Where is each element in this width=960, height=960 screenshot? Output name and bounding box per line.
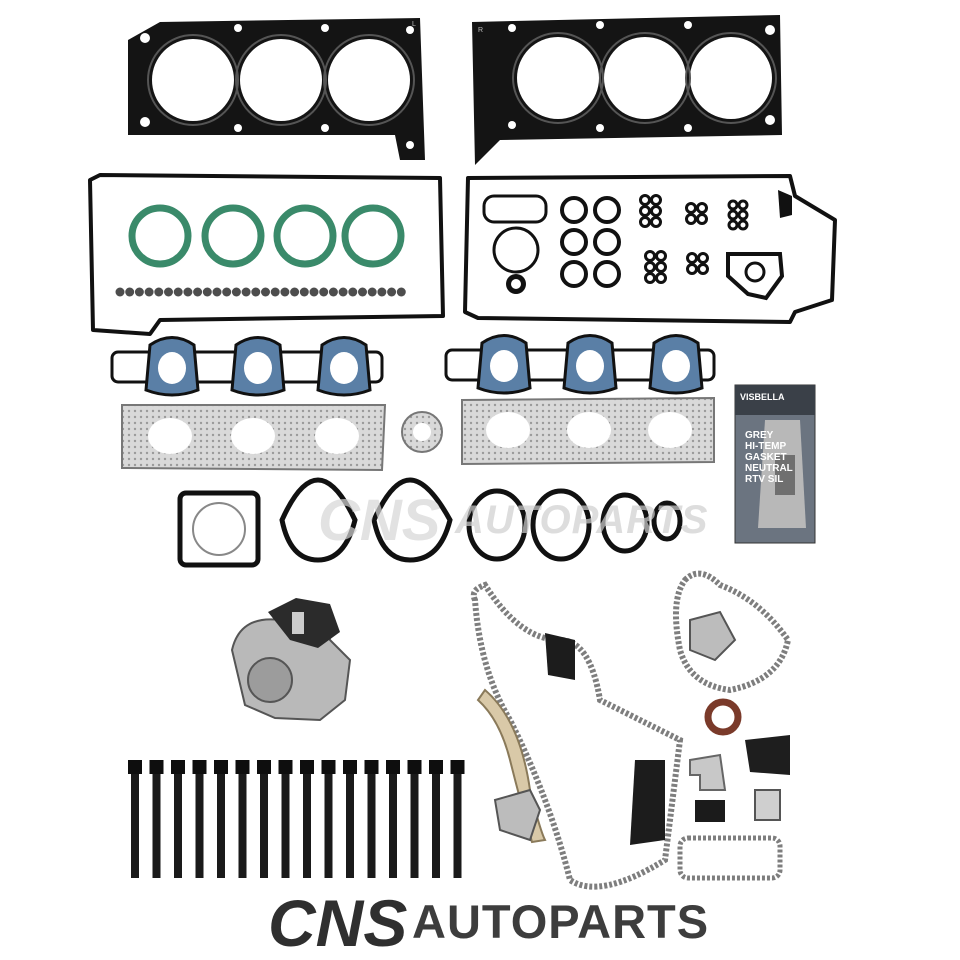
valve-stem-seal (280, 287, 290, 297)
valve-stem-seals (115, 287, 406, 297)
exhaust-manifold-gasket-left (121, 404, 387, 472)
head-bolts (128, 760, 465, 878)
head-bolt (149, 760, 164, 878)
valve-stem-seal (261, 287, 270, 297)
valve-stem-seal (173, 287, 183, 297)
head-bolt (214, 760, 228, 878)
valve-stem-seal (222, 287, 232, 297)
spark-plug-tube-seals (128, 204, 405, 268)
valve-stem-seal (231, 287, 241, 297)
head-bolt (407, 760, 422, 878)
head-bolt (192, 760, 207, 878)
valve-stem-seal (241, 287, 251, 297)
head-bolt (235, 760, 250, 878)
watermark-text: AUTOPARTS (455, 498, 709, 542)
sealant-label: GREY HI-TEMP GASKET NEUTRAL RTV SIL (745, 430, 805, 485)
head-gasket-right: R (472, 15, 782, 165)
exhaust-manifold-gasket-right (461, 396, 715, 466)
valve-stem-seal (270, 287, 280, 297)
head-bolt (321, 760, 336, 878)
sealant-label-line: NEUTRAL (745, 463, 793, 474)
valve-stem-seal (348, 287, 358, 297)
valve-stem-seal (134, 287, 144, 297)
valve-stem-seal (319, 287, 329, 297)
rtv-sealant-package (734, 384, 816, 544)
valve-stem-seal (396, 287, 406, 297)
valve-stem-seal (193, 287, 203, 297)
valve-stem-seal (202, 287, 212, 297)
head-bolt (300, 760, 314, 878)
valve-stem-seal (154, 287, 164, 297)
watermark-mark: CNS (318, 488, 441, 553)
valve-cover-gasket-left (88, 173, 445, 336)
brand-logo-mark: CNS (268, 886, 407, 960)
head-bolt (364, 760, 379, 878)
throttle-body-gasket (177, 490, 261, 568)
brand-name: AUTOPARTS (412, 895, 710, 948)
head-bolt (171, 760, 185, 878)
intake-manifold-gasket-right (444, 334, 716, 395)
valve-stem-seal (387, 287, 397, 297)
head-gasket-left-marker: L (412, 21, 416, 28)
head-bolt (278, 760, 293, 878)
timing-chain-kit (470, 570, 792, 890)
valve-cover-gasket-right (463, 174, 837, 324)
sealant-label-line: GASKET (745, 452, 787, 463)
intake-manifold-gasket-left (110, 336, 384, 397)
brand-logo: CNS CNS (268, 488, 441, 960)
valve-stem-seal (212, 287, 222, 297)
water-gaskets (279, 477, 683, 563)
valve-stem-seal (358, 287, 367, 297)
sealant-brand: VISBELLA (740, 392, 785, 402)
valve-stem-seal (290, 287, 300, 297)
sealant-label-line: HI-TEMP (745, 441, 787, 452)
valve-stem-seal (299, 287, 309, 297)
head-gasket-right-marker: R (478, 27, 483, 34)
head-bolt (450, 760, 465, 878)
egr-gasket (401, 411, 443, 453)
head-bolt (343, 760, 357, 878)
head-gasket-left: L (128, 18, 425, 160)
sealant-label-line: RTV SIL (745, 474, 784, 485)
valve-stem-seal (309, 287, 319, 297)
head-bolt (429, 760, 443, 878)
valve-stem-seal (115, 287, 125, 297)
valve-stem-seal (144, 287, 154, 297)
valve-stem-seal (328, 287, 338, 297)
head-bolt (386, 760, 400, 878)
valve-stem-seal (367, 287, 377, 297)
head-bolt (128, 760, 142, 878)
sealant-label-line: GREY (745, 430, 774, 441)
valve-stem-seal (338, 287, 348, 297)
o-ring-set (482, 190, 792, 301)
valve-stem-seal (164, 287, 173, 297)
valve-stem-seal (183, 287, 193, 297)
valve-stem-seal (125, 287, 135, 297)
valve-stem-seal (251, 287, 261, 297)
valve-stem-seal (377, 287, 387, 297)
head-bolt (257, 760, 271, 878)
water-pump (230, 598, 352, 722)
